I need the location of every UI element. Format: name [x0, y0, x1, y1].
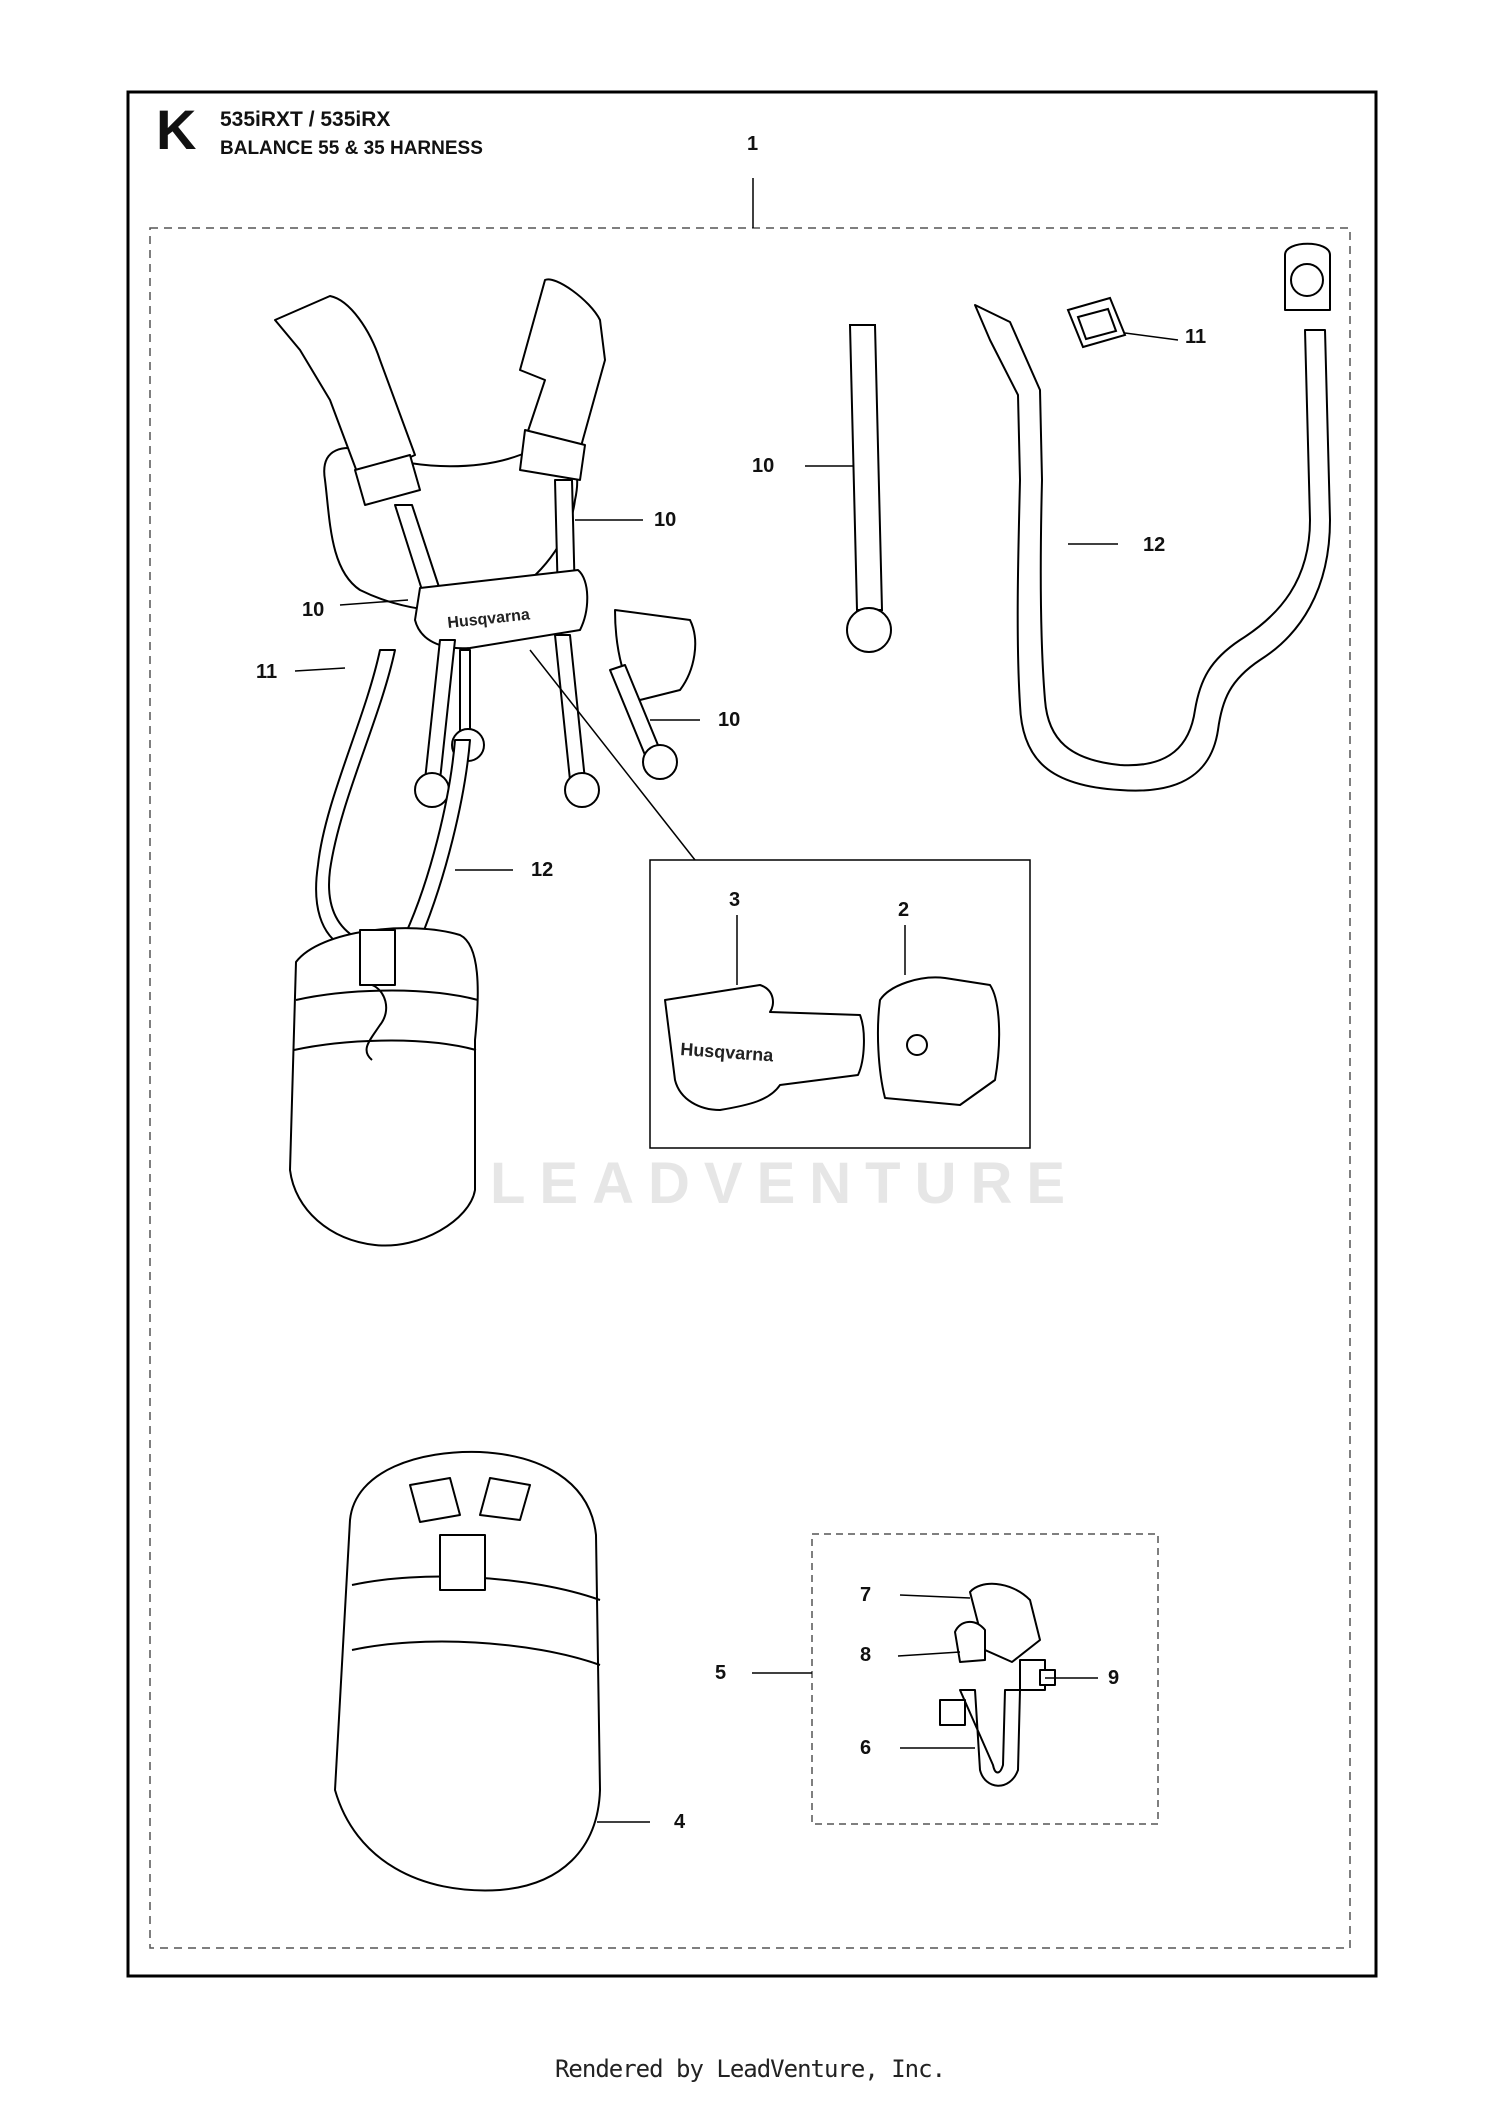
leader-8 — [897, 1651, 961, 1657]
buckle-11-separate — [1066, 296, 1127, 349]
leader-7 — [899, 1594, 971, 1599]
strap-12-separate — [974, 242, 1331, 792]
callout-3[interactable]: 3 — [729, 889, 741, 911]
callout-10-harness-lower[interactable]: 10 — [718, 709, 741, 731]
leader-11-buckle — [1124, 332, 1179, 341]
harness-illustration — [274, 278, 697, 949]
assembly-box-1 — [149, 227, 1351, 1949]
hip-pad-part-4 — [334, 1450, 601, 1892]
callout-7[interactable]: 7 — [860, 1584, 872, 1606]
leader-detail — [529, 649, 696, 861]
callout-12-strap[interactable]: 12 — [1143, 534, 1166, 556]
chest-pad-part-2 — [876, 976, 1001, 1106]
callout-10-harness-upper[interactable]: 10 — [654, 509, 677, 531]
callout-8[interactable]: 8 — [860, 1644, 872, 1666]
diagram-title: BALANCE 55 & 35 HARNESS — [220, 138, 483, 159]
callout-12-harness[interactable]: 12 — [531, 859, 554, 881]
callout-10-strap[interactable]: 10 — [752, 455, 775, 477]
leader-10-b — [339, 599, 409, 606]
watermark: LEADVENTURE — [490, 1151, 1080, 1216]
outer-frame — [126, 90, 1378, 1978]
chest-pad-part-3 — [664, 984, 865, 1111]
section-letter: K — [156, 98, 197, 161]
callout-6[interactable]: 6 — [860, 1737, 872, 1759]
callout-1[interactable]: 1 — [747, 133, 759, 155]
hip-pad-upper — [289, 927, 479, 1247]
assembly-box-5 — [811, 1533, 1159, 1825]
callout-5[interactable]: 5 — [715, 1662, 727, 1684]
callout-11-harness[interactable]: 11 — [256, 661, 278, 683]
strap-10-separate — [846, 324, 892, 653]
callout-9[interactable]: 9 — [1108, 1667, 1120, 1689]
model-number: 535iRXT / 535iRX — [220, 108, 391, 131]
footer-credit: Rendered by LeadVenture, Inc. — [554, 2055, 946, 2083]
callout-10-harness-left[interactable]: 10 — [302, 599, 325, 621]
leader-11-a — [294, 667, 346, 672]
callout-2[interactable]: 2 — [898, 899, 910, 921]
detail-box — [649, 859, 1031, 1149]
callout-4[interactable]: 4 — [674, 1811, 686, 1833]
callout-11-buckle[interactable]: 11 — [1185, 326, 1207, 348]
snap-hook-assembly — [939, 1582, 1056, 1787]
